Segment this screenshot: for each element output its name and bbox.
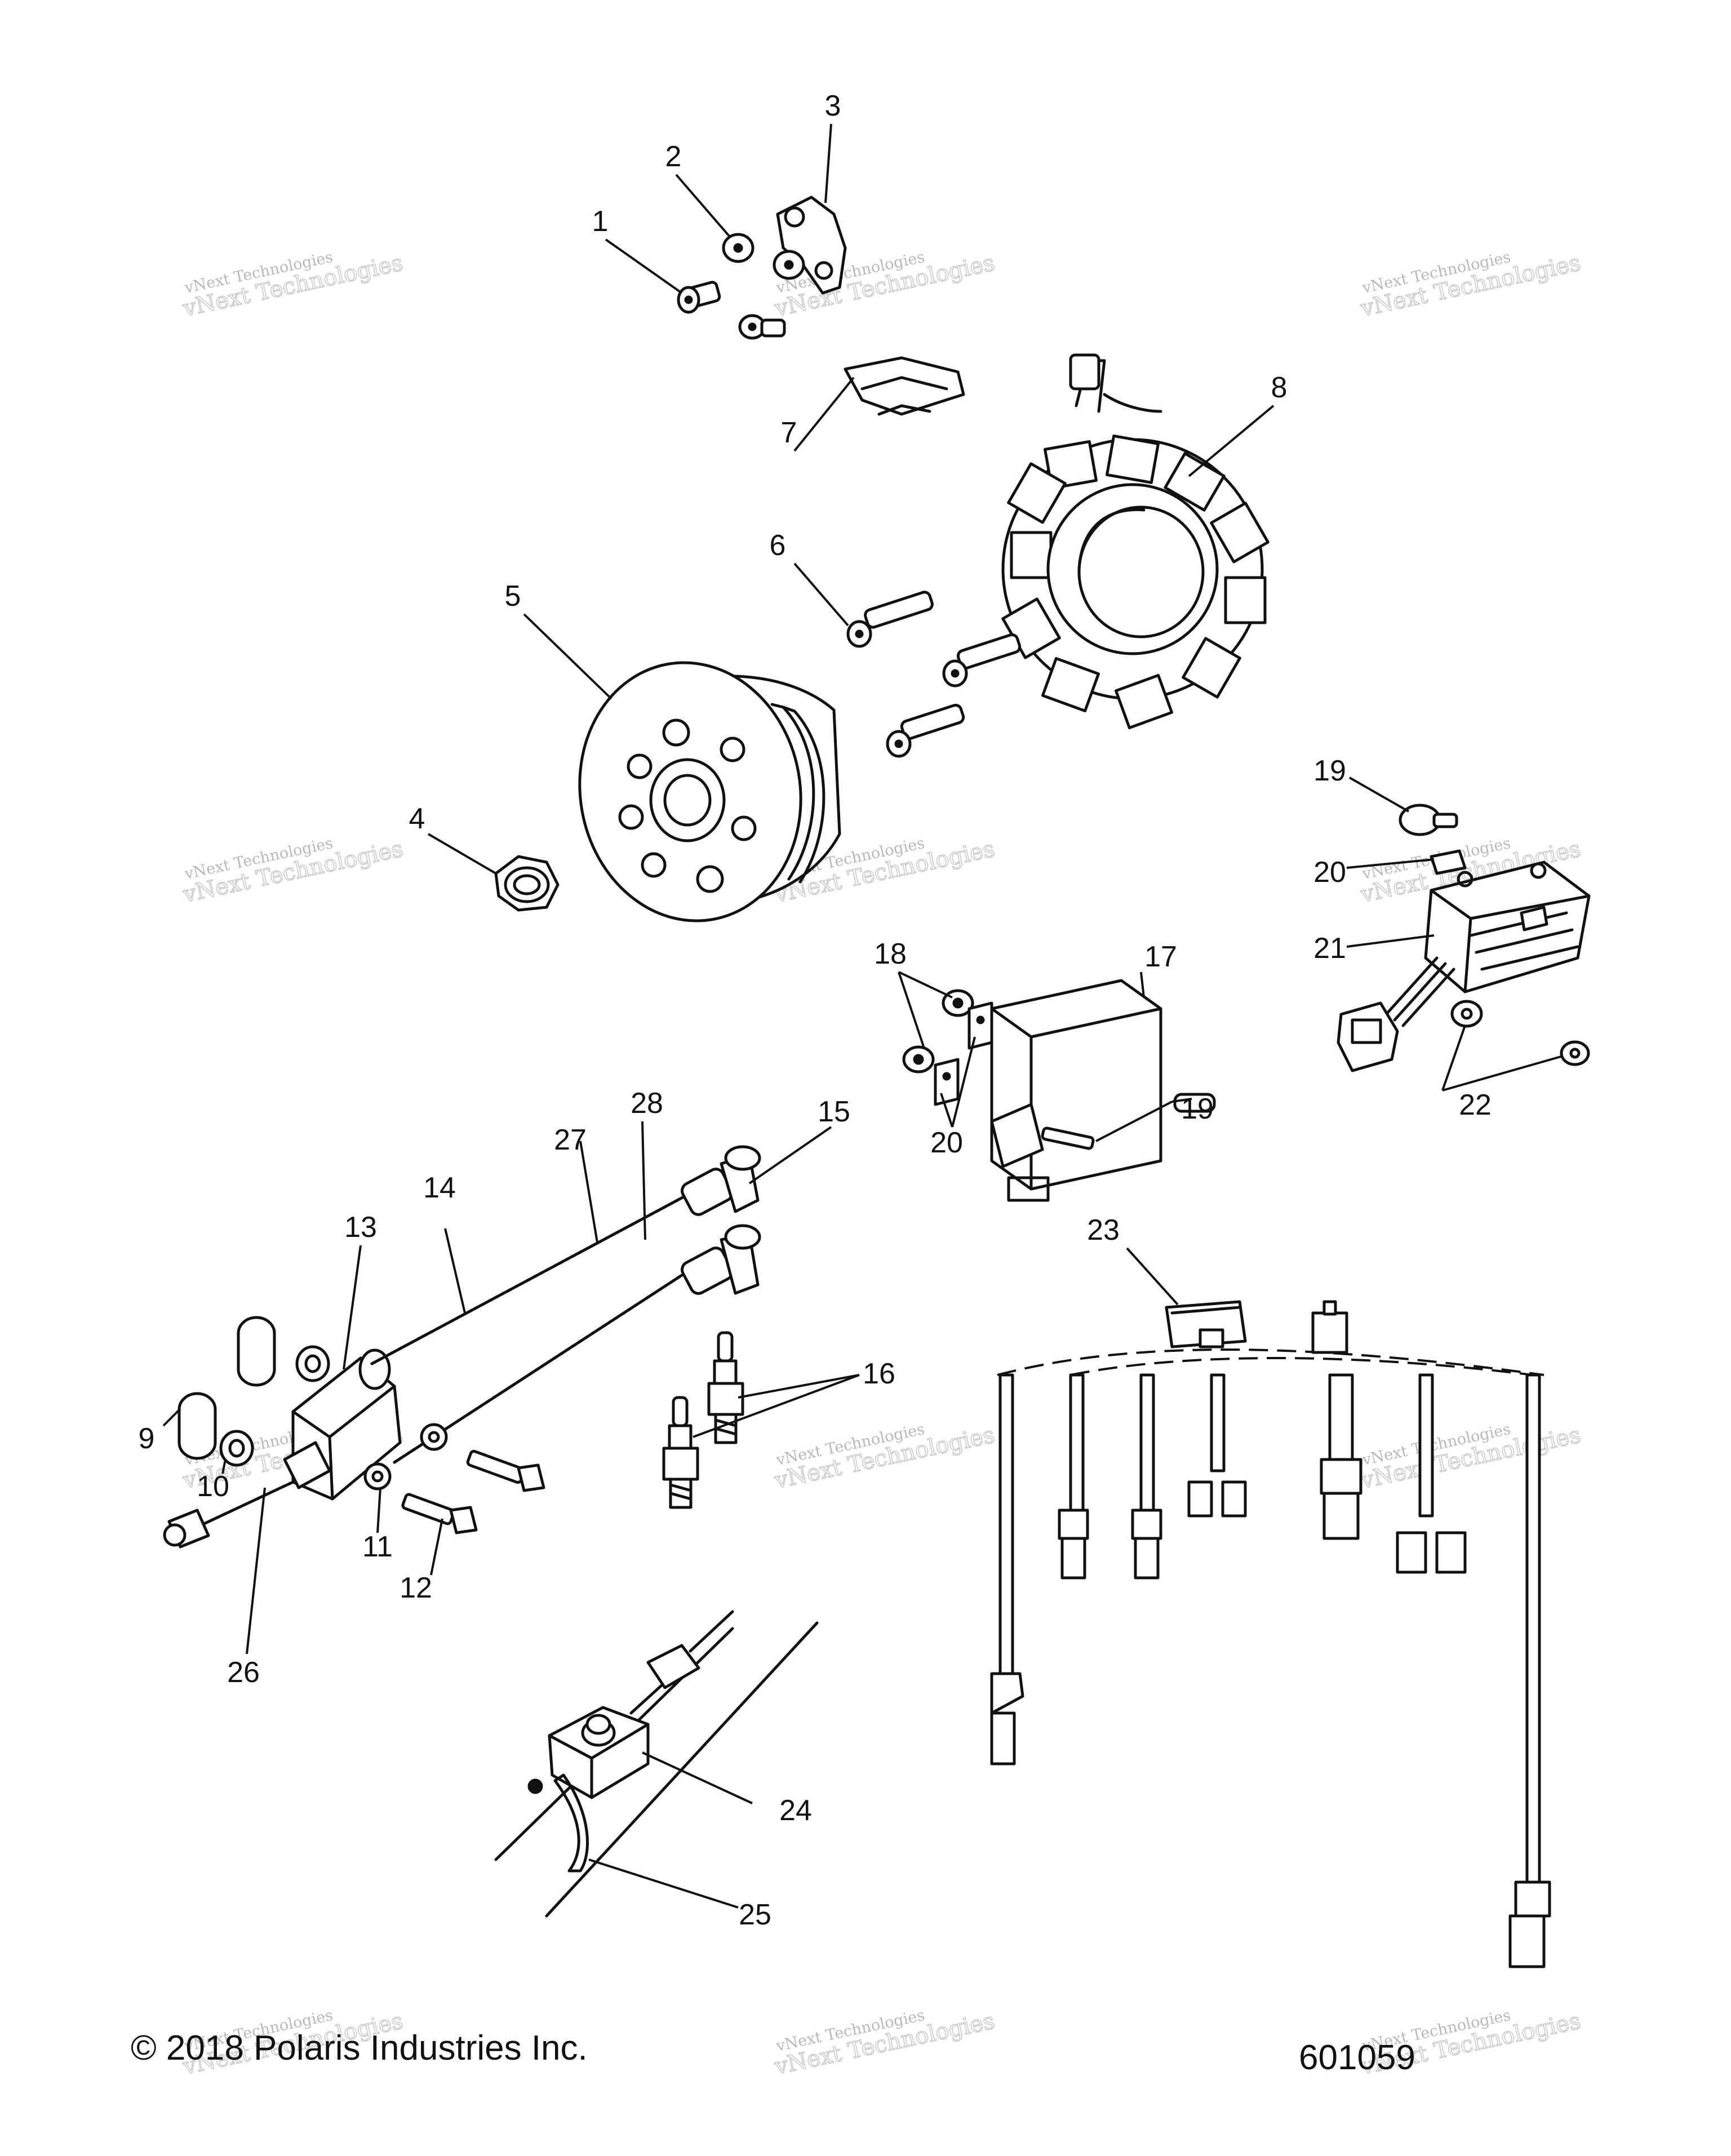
nut-part-22b — [1560, 1040, 1590, 1066]
watermark: vNext Technologies vNext Technologies — [180, 835, 406, 908]
spark-plug-part-16 — [707, 1331, 744, 1444]
drawing-number: 601059 — [1299, 2038, 1415, 2077]
switch-part-24 — [548, 1610, 734, 1799]
callout-4: 4 — [409, 802, 425, 835]
plate-part-20c — [1430, 849, 1467, 875]
bolt-part-12 — [401, 1449, 545, 1534]
callout-16: 16 — [863, 1358, 895, 1390]
callout-6: 6 — [770, 529, 786, 562]
clip-part-7 — [844, 356, 965, 416]
callout-19b: 19 — [1313, 755, 1346, 787]
spark-plug-cap-part-15b — [681, 1224, 761, 1295]
nut-part-22 — [1450, 1000, 1483, 1028]
plate-part-20b — [934, 1058, 960, 1106]
callout-18: 18 — [874, 938, 907, 970]
nut-part-4 — [494, 855, 560, 912]
copyright-notice: © 2018 Polaris Industries Inc. — [131, 2029, 588, 2068]
callout-22: 22 — [1459, 1089, 1492, 1121]
cdi-box-part-17 — [990, 979, 1162, 1202]
callout-20: 20 — [930, 1126, 963, 1159]
bolt-part-19 — [1041, 1093, 1216, 1150]
bolt-part-19b — [1399, 804, 1458, 836]
callout-15: 15 — [818, 1095, 850, 1128]
callout-17: 17 — [1144, 941, 1177, 973]
washer-part-18b — [902, 1045, 935, 1073]
lock-washer-part-11 — [363, 1423, 448, 1490]
callout-5: 5 — [505, 580, 521, 613]
watermark: vNext Technologies vNext Technologies — [1357, 1421, 1583, 1494]
callout-10: 10 — [197, 1470, 229, 1503]
callout-14: 14 — [423, 1172, 456, 1204]
watermark: vNext Technologies vNext Technologies — [771, 2007, 997, 2080]
callout-7: 7 — [781, 416, 797, 449]
watermark: vNext Technologies vNext Technologies — [180, 249, 406, 322]
callout-2: 2 — [665, 140, 682, 173]
wiring-harness-part-23 — [990, 1300, 1551, 1968]
callout-11: 11 — [362, 1531, 393, 1563]
leader-lines — [162, 123, 1561, 1909]
callout-9: 9 — [139, 1422, 155, 1455]
washer-part-18 — [942, 989, 974, 1017]
callout-19: 19 — [1181, 1093, 1214, 1125]
callout-20b: 20 — [1313, 856, 1346, 889]
strap-part-25 — [527, 1773, 589, 1873]
callout-21: 21 — [1313, 932, 1346, 965]
bolt-part-6c — [886, 703, 965, 758]
callout-25: 25 — [739, 1898, 771, 1931]
stator-part-8 — [1001, 353, 1270, 730]
callout-12: 12 — [400, 1572, 432, 1604]
screw-part-1 — [677, 281, 721, 314]
flywheel-part-5 — [578, 661, 841, 922]
callout-26: 26 — [227, 1656, 260, 1689]
callout-13: 13 — [344, 1211, 377, 1244]
callout-27: 27 — [554, 1124, 587, 1156]
callout-28: 28 — [631, 1087, 663, 1120]
screw-part-2b — [738, 314, 786, 340]
callout-1: 1 — [592, 205, 609, 238]
lead-sleeve-part-14 — [370, 1190, 695, 1365]
callout-8: 8 — [1271, 371, 1288, 404]
callout-3: 3 — [825, 90, 841, 122]
watermark: vNext Technologies vNext Technologies — [1357, 249, 1583, 322]
bushing-part-9 — [177, 1316, 276, 1460]
regulator-part-21 — [1337, 860, 1591, 1072]
bolt-part-6 — [846, 591, 934, 648]
screw-part-2 — [722, 233, 754, 263]
bolt-part-6b — [942, 633, 1022, 687]
watermark: vNext Technologies vNext Technologies — [771, 1421, 997, 1494]
washer-part-10 — [219, 1345, 330, 1467]
lead-sleeve-part-26 — [163, 1480, 295, 1549]
spark-plug-part-16b — [662, 1396, 699, 1509]
callout-labels: 1 2 3 4 5 6 7 8 9 10 11 12 13 14 15 16 1… — [139, 90, 1492, 1931]
bracket-part-3 — [773, 196, 847, 295]
callout-23: 23 — [1087, 1214, 1120, 1246]
watermarks: vNext Technologies vNext Technologies vN… — [180, 249, 1583, 2080]
spark-plug-cap-part-15 — [681, 1145, 761, 1216]
callout-24: 24 — [779, 1794, 812, 1827]
